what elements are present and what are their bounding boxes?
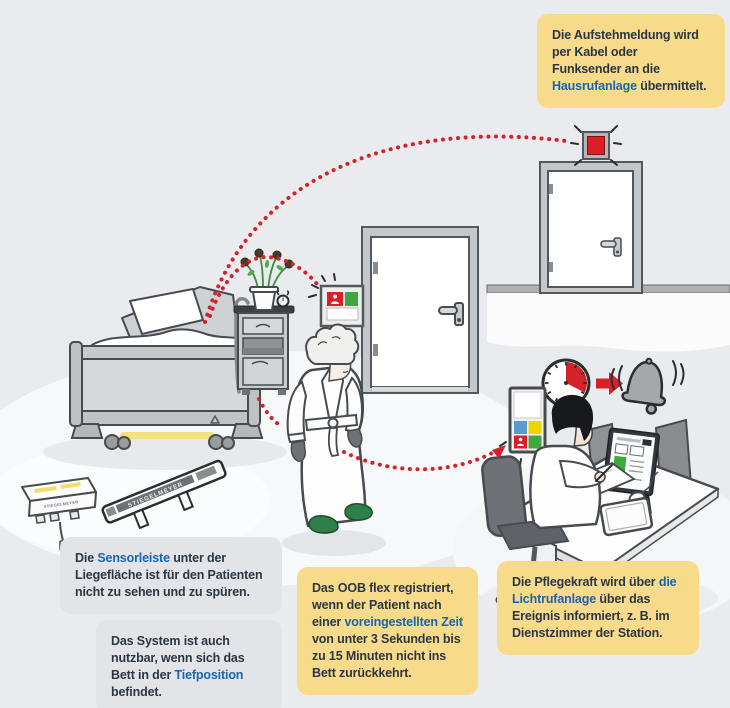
bed-panel (79, 358, 251, 414)
callout-sensorleiste: Die Sensorleiste unter der Liegefläche i… (60, 537, 282, 614)
callout-highlight: die Lichtrufanlage (512, 575, 677, 606)
callout-text: Die (75, 551, 98, 565)
corridor-floor (487, 293, 730, 352)
patient-left-sleeve (286, 380, 308, 444)
callout-highlight: Sensorleiste (97, 551, 170, 565)
sensor-bar-detail: STIEGELMEYER (101, 459, 227, 530)
door-handle-icon (600, 237, 622, 257)
person-call-icon (517, 437, 524, 446)
callout-highlight: Tiefposition (174, 668, 244, 682)
callout-text: von unter 3 Sekunden bis zu 15 Minuten n… (312, 632, 461, 680)
sensor-bar-leg (132, 508, 150, 530)
bell-icon (610, 357, 685, 415)
callout-text: Die Pflegekraft wird über (512, 575, 659, 589)
patient-hand (347, 428, 363, 448)
robe-belt (304, 413, 359, 457)
corridor-door (539, 161, 643, 294)
alarm-red-lamp-icon (587, 136, 605, 155)
signal-path-bed-to-room-panel (208, 254, 319, 318)
callout-text: befindet. (111, 685, 162, 699)
callout-pflegekraft: Die Pflegekraft wird über die Lichtrufan… (497, 561, 699, 655)
patient-hair (305, 323, 360, 366)
patient-shadow (282, 530, 386, 556)
callout-oob-flex: Das OOB flex registriert, wenn der Patie… (297, 567, 478, 695)
room-door (361, 226, 479, 394)
duty-room-desk-scene (481, 394, 720, 618)
hospital-bed (69, 286, 264, 450)
bedside-cabinet (233, 305, 295, 395)
pillow (129, 288, 204, 335)
door-hinge-icon (549, 184, 553, 194)
callout-highlight: voreingestellten Zeit (344, 615, 463, 629)
bed-foot-left (70, 423, 104, 439)
sensor-control-box-detail: STIEGELMEYER (21, 477, 97, 551)
corridor-alarm-light (570, 125, 622, 166)
duty-room-signal-panel (499, 386, 547, 467)
callout-text: über das Ereignis informiert, z. B. im D… (512, 592, 670, 640)
patient-slipper (308, 515, 339, 534)
person-call-icon (331, 294, 339, 304)
callout-hausrufanlage: Die Aufstehmeldung wird per Kabel oder F… (537, 14, 725, 108)
patient-slipper (344, 503, 373, 521)
sensor-led-strip-icon (34, 486, 57, 493)
patient (286, 323, 373, 534)
panel-green-lamp-icon (528, 435, 542, 449)
callout-highlight: Hausrufanlage (552, 79, 637, 93)
door-hinge-icon (373, 262, 378, 274)
bell-clapper-icon (645, 403, 658, 415)
callout-tiefposition: Das System ist auch nutzbar, wenn sich d… (96, 620, 282, 708)
signal-arrowhead-icon (492, 445, 506, 459)
bed-sensor-glow (120, 432, 215, 439)
sensor-bar-leg (177, 490, 194, 512)
callout-text: unter der Liegefläche ist für den Patien… (75, 551, 263, 599)
plant (240, 248, 294, 311)
alert-flash-icon (308, 273, 336, 298)
tablet (599, 497, 654, 537)
panel-green-lamp-icon (345, 292, 358, 306)
callout-text: Das OOB flex registriert, wenn der Patie… (312, 581, 454, 629)
patient-hand (290, 440, 306, 462)
panel-yellow-lamp-icon (528, 421, 542, 434)
warning-triangle-icon (210, 415, 220, 424)
pen (595, 464, 613, 482)
arrow-icon (596, 372, 623, 395)
door-hinge-icon (373, 344, 378, 356)
callout-text: Das System ist auch nutzbar, wenn sich d… (111, 634, 245, 682)
panel-red-lamp-icon (327, 292, 343, 306)
bed-caster-icon (104, 434, 235, 450)
bed-side-rail (73, 345, 257, 360)
cabinet-drawer (242, 317, 284, 335)
nurse-hair (551, 394, 594, 441)
door-handle-icon (438, 302, 464, 326)
panel-red-lamp-icon (514, 435, 527, 449)
bed-shadow (43, 434, 287, 470)
callout-text: Die Aufstehmeldung wird per Kabel oder F… (552, 28, 699, 76)
signal-path-to-duty-panel (342, 450, 496, 472)
table-clock-icon (276, 290, 290, 308)
sensor-led-strip-icon (60, 482, 81, 489)
sensor-brand-label: STIEGELMEYER (43, 499, 78, 509)
elapsed-time-sector (566, 362, 587, 393)
nurse (529, 394, 613, 530)
alarm-flash-icon (570, 125, 622, 166)
door-hinge-icon (549, 262, 553, 272)
callout-text: übermittelt. (636, 79, 707, 93)
panel-blue-lamp-icon (514, 421, 527, 434)
bed-base (73, 410, 259, 426)
bell-ring-marks-icon (610, 360, 685, 391)
corridor (486, 284, 730, 352)
